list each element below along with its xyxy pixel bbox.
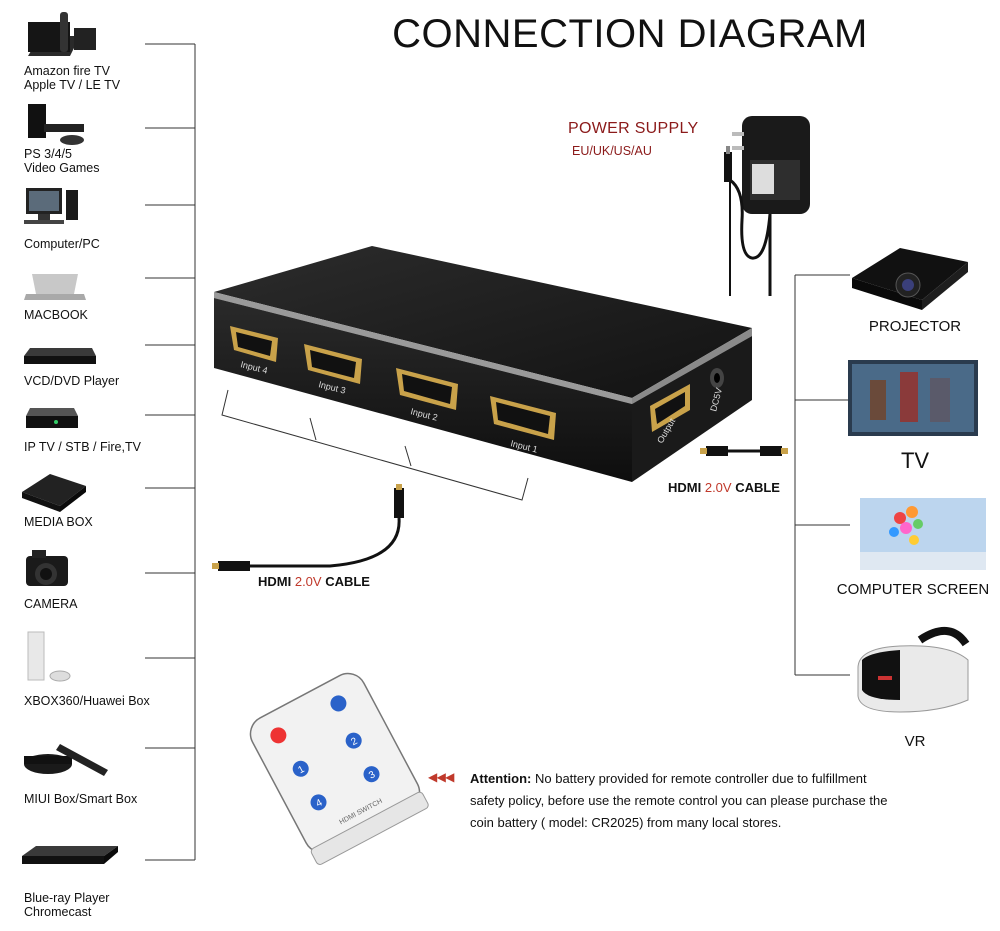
cable-suffix: CABLE	[731, 480, 780, 495]
source-label: PS 3/4/5 Video Games	[24, 147, 100, 175]
monitor-icon	[860, 498, 986, 570]
vr-headset-icon	[857, 627, 970, 713]
camera-icon	[26, 550, 68, 586]
source-label: MACBOOK	[24, 308, 88, 322]
attention-arrows-icon: ◀ ◀ ◀	[428, 770, 454, 784]
source-label: VCD/DVD Player	[24, 374, 120, 388]
set-top-box-icon	[26, 408, 78, 428]
right-branches	[795, 274, 850, 676]
remote-button-label: 1	[296, 764, 306, 777]
power-supply-title: POWER SUPPLY	[568, 120, 699, 137]
output-label-projector: PROJECTOR	[868, 318, 962, 335]
cable-version: 2.0V	[294, 574, 322, 589]
input-bracket	[221, 389, 529, 501]
cable-prefix: HDMI	[668, 480, 705, 495]
remote-button-label: 4	[314, 797, 324, 810]
cable-suffix: CABLE	[321, 574, 370, 589]
source-label: XBOX360/Huawei Box	[24, 694, 150, 708]
attention-note: Attention: No battery provided for remot…	[470, 768, 890, 834]
attention-text: No battery provided for remote controlle…	[470, 771, 888, 830]
desktop-pc-icon	[24, 188, 78, 224]
source-label: Computer/PC	[24, 237, 100, 251]
output-hdmi-cable	[700, 446, 788, 456]
remote-control: 1 2 3 4 HDMI SWITCH	[249, 672, 429, 865]
power-adapter-icon	[724, 116, 810, 296]
power-supply-regions: EU/UK/US/AU	[572, 144, 652, 158]
output-label-computer-screen: COMPUTER SCREEN	[836, 581, 990, 598]
remote-input-button	[330, 695, 347, 712]
source-label: Blue-ray Player Chromecast	[24, 891, 110, 919]
dc-power-jack	[710, 368, 724, 388]
left-branches	[145, 43, 195, 861]
input-cable-label: HDMI 2.0V CABLE	[258, 574, 370, 589]
hdmi-port-input-3	[304, 344, 362, 384]
source-label: IP TV / STB / Fire,TV	[24, 440, 141, 454]
bluray-player-icon	[22, 846, 118, 864]
hdmi-port-input-1	[490, 396, 556, 440]
hdmi-port-output	[650, 384, 690, 432]
input-hdmi-cable	[212, 484, 404, 571]
tv-icon	[848, 360, 978, 436]
source-label: MIUI Box/Smart Box	[24, 792, 138, 806]
hdmi-port-input-2	[396, 368, 458, 410]
output-label-tv: TV	[900, 448, 930, 473]
cable-prefix: HDMI	[258, 574, 295, 589]
output-cable-label: HDMI 2.0V CABLE	[668, 480, 780, 495]
remote-button-label: 3	[367, 769, 377, 782]
cable-version: 2.0V	[704, 480, 732, 495]
attention-lead: Attention:	[470, 771, 532, 786]
smart-box-icon	[24, 744, 108, 776]
projector-icon	[852, 248, 968, 310]
hdmi-port-input-4	[230, 326, 278, 362]
game-console-icon	[28, 104, 84, 145]
remote-button-label: 2	[349, 736, 359, 749]
source-label: CAMERA	[24, 597, 78, 611]
diagram-title: CONNECTION DIAGRAM	[392, 12, 868, 56]
dvd-player-icon	[24, 348, 96, 364]
streaming-box-icon	[28, 12, 96, 56]
media-box-icon	[22, 474, 86, 512]
laptop-icon	[24, 274, 86, 300]
remote-power-button	[270, 727, 287, 744]
output-label-vr: VR	[904, 733, 926, 750]
source-label: MEDIA BOX	[24, 515, 93, 529]
source-label: Amazon fire TV Apple TV / LE TV	[24, 64, 121, 92]
xbox-console-icon	[27, 631, 71, 682]
